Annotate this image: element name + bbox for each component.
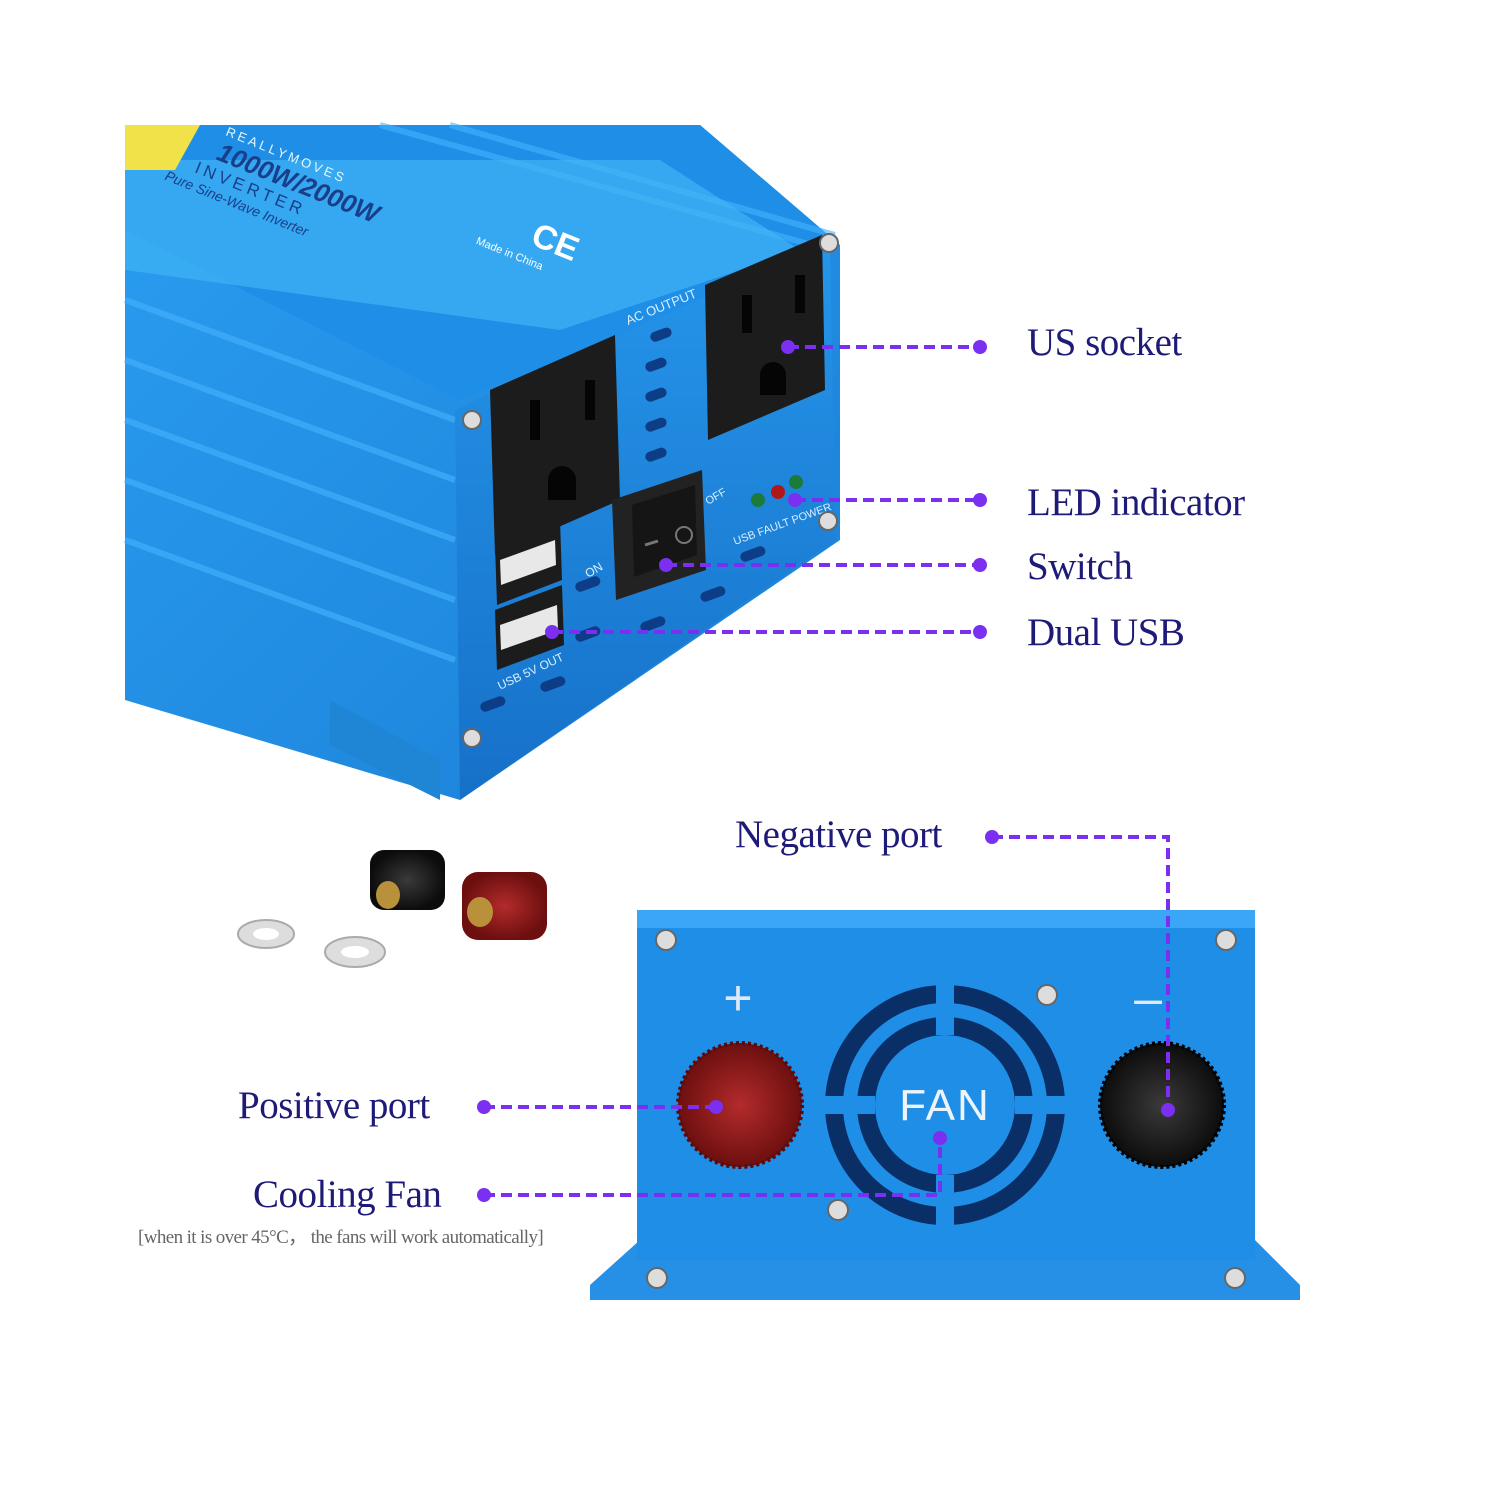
label-plate (125, 160, 800, 330)
leader-lines (484, 345, 1170, 1197)
callout-dual-usb: Dual USB (1027, 611, 1185, 654)
fan-label: FAN (899, 1081, 991, 1130)
mounting-flange (330, 700, 440, 800)
cooling-fan-grille: FAN (815, 975, 1075, 1235)
leader-dots (477, 340, 1175, 1202)
us-socket-right (705, 235, 825, 440)
inverter-top-view: REALLYMOVES 1000W/2000W INVERTER Pure Si… (123, 122, 840, 800)
minus-label: – (1134, 970, 1162, 1026)
leader-cooling-fan (484, 1138, 942, 1197)
callout-cooling-fan: Cooling Fan (253, 1173, 442, 1216)
terminal-accessories (237, 850, 547, 968)
black-terminal-cap (370, 850, 445, 910)
cooling-fan-note: [when it is over 45°C， the fans will wor… (138, 1227, 544, 1248)
leader-negative-port (992, 835, 1170, 1110)
inverter-rear-view: + – FAN (590, 910, 1300, 1300)
callout-led-indicator: LED indicator (1027, 481, 1245, 524)
plus-label: + (723, 970, 752, 1026)
callout-us-socket: US socket (1027, 321, 1182, 364)
led-indicators (751, 475, 803, 507)
negative-terminal (1098, 1041, 1226, 1169)
usb-port-top (495, 520, 562, 605)
us-socket-left (490, 335, 620, 555)
callout-negative-port: Negative port (735, 813, 942, 856)
usb-port-bottom (495, 585, 564, 670)
power-switch[interactable] (612, 470, 706, 600)
usb-led (751, 493, 765, 507)
screws-top (462, 233, 839, 748)
callout-switch: Switch (1027, 545, 1133, 588)
fault-led (771, 485, 785, 499)
warning-sticker (125, 125, 200, 170)
callout-positive-port: Positive port (238, 1084, 430, 1127)
power-led (789, 475, 803, 489)
red-terminal-cap (462, 872, 547, 940)
